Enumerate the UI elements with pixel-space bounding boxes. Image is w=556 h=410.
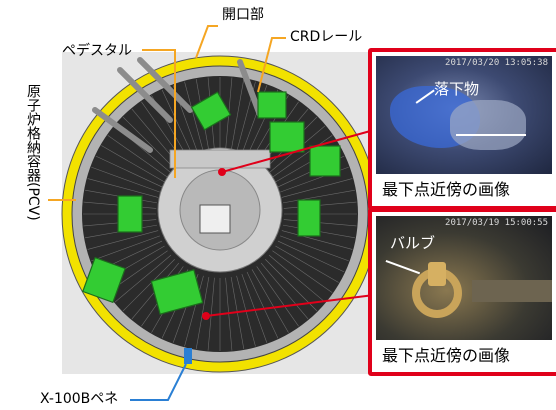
photo-callout-debris: 2017/03/20 13:05:38 落下物 最下点近傍の画像 [368,48,556,210]
grating-line [91,166,160,193]
grating-line [87,230,159,250]
equipment-block [297,199,321,237]
leader-pedestal [142,49,176,178]
pipe-segment [472,280,552,302]
grating-line [195,276,210,349]
label-pedestal: ペデスタル [62,43,132,59]
callout-dot-bottom [202,312,210,320]
equipment-group [82,91,341,315]
grating-line [272,135,333,178]
grating-line [268,254,326,303]
grating-line [95,155,163,188]
label-pcv: 原子炉格納容器(PCV) [25,84,41,221]
callout-line-top [221,129,375,173]
piping [92,57,263,153]
photo-timestamp: 2017/03/20 13:05:38 [445,58,548,68]
grating-line [184,275,204,347]
grating-line [281,178,353,198]
grating-line [282,189,355,204]
grating-line [260,262,309,320]
photo-annotation-valve: バルブ [390,234,436,252]
grating-line [251,269,289,333]
valve-stem [428,262,446,286]
debris-photo: 2017/03/20 13:05:38 落下物 [376,56,552,174]
grating-line [122,116,175,169]
grating-line [272,250,333,293]
grating-line [275,245,339,283]
equipment-block [309,145,341,177]
photo-caption: 最下点近傍の画像 [382,346,511,365]
grating-line [122,259,175,312]
grating-line [230,79,245,152]
photo-callout-valve: 2017/03/19 15:00:55 バルブ 最下点近傍の画像 [368,208,556,376]
grating-line [241,274,268,343]
callout-line-bottom [205,294,375,317]
pedestal-door [169,149,271,169]
valve-photo: 2017/03/19 15:00:55 バルブ [376,216,552,340]
label-crd-rail: CRDレール [290,29,363,45]
photo-timestamp: 2017/03/19 15:00:55 [445,218,548,228]
callout-dot-top [218,168,226,176]
grating-line [281,230,353,250]
photo-caption: 最下点近傍の画像 [382,180,511,199]
leader-penetration [130,363,187,401]
leader-crd [257,37,286,93]
equipment-block [190,91,232,131]
grating-line [256,266,299,327]
grating-line [277,240,345,273]
grating-line [246,271,279,339]
grating-line [101,145,165,183]
annotation-underline [456,134,526,136]
equipment-block [117,195,143,233]
grating-line [161,89,194,157]
debris-pale-mass [450,100,526,150]
equipment-block [150,269,204,315]
pedestal-hatch [199,204,231,234]
label-opening: 開口部 [222,7,264,23]
label-penetration: X-100Bペネ [40,391,119,407]
equipment-block [269,121,305,153]
grating-line [207,277,215,351]
grating-line [91,235,160,262]
leader-opening [195,25,218,59]
grating-line [184,81,204,153]
photo-annotation-debris: 落下物 [434,80,480,98]
grating-line [107,135,168,178]
annotation-pointer [385,260,421,274]
equipment-block [82,256,126,304]
equipment-block [257,91,287,119]
grating-line [114,254,172,303]
grating-line [87,178,159,198]
penetration-marker [184,348,192,364]
grating-line [280,235,349,262]
